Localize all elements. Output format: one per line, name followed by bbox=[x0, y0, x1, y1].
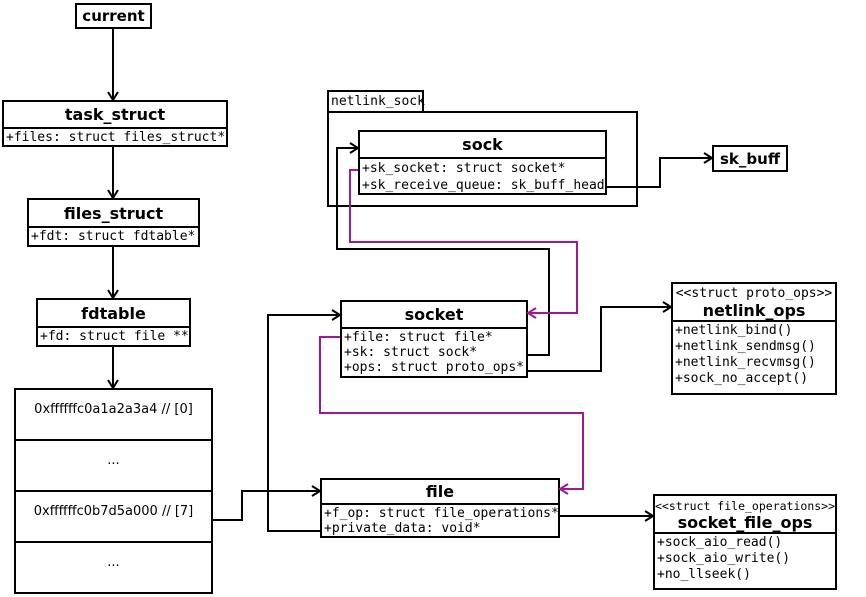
socket-attributes: +file: struct file* +sk: struct sock* +o… bbox=[342, 327, 526, 376]
attribute-line: +fdt: struct fdtable* bbox=[31, 229, 196, 244]
method-line: +netlink_sendmsg() bbox=[675, 339, 816, 354]
socket-file-ops-title: socket_file_ops bbox=[677, 513, 813, 532]
netlink-sock-label: netlink_sock bbox=[331, 94, 425, 109]
fdtable-title: fdtable bbox=[81, 303, 146, 323]
sk-buff-label: sk_buff bbox=[720, 149, 780, 168]
attribute-line: +file: struct file* bbox=[344, 330, 493, 345]
fd-array-row: ... bbox=[16, 441, 211, 492]
attribute-line: +ops: struct proto_ops* bbox=[344, 360, 525, 375]
files-struct-attributes: +fdt: struct fdtable* bbox=[29, 226, 198, 246]
file-node: file +f_op: struct file_operations* +pri… bbox=[320, 478, 560, 538]
netlink-sock-package-tab: netlink_sock bbox=[327, 90, 425, 111]
netlink-ops-stereotype: <<struct proto_ops>> bbox=[675, 286, 833, 301]
fd-array-node: 0xffffffc0a1a2a3a4 // [0] ... 0xffffffc0… bbox=[14, 388, 213, 594]
socket-file-ops-header: <<struct file_operations>> socket_file_o… bbox=[655, 496, 835, 532]
sock-title: sock bbox=[462, 135, 503, 154]
attribute-line: +private_data: void* bbox=[324, 521, 481, 536]
sock-node: sock +sk_socket: struct socket* +sk_rece… bbox=[358, 130, 607, 195]
method-line: +sock_aio_write() bbox=[657, 551, 791, 566]
method-line: +netlink_recvmsg() bbox=[675, 355, 816, 370]
attribute-line: +files: struct files_struct* bbox=[6, 130, 226, 145]
socket-title: socket bbox=[404, 305, 464, 324]
fd-array-row: ... bbox=[107, 555, 120, 570]
fd-array-row: 0xffffffc0a1a2a3a4 // [0] bbox=[16, 390, 211, 441]
attribute-line: +fd: struct file ** bbox=[40, 329, 189, 344]
attribute-line: +sk_receive_queue: sk_buff_head bbox=[362, 178, 605, 193]
files-struct-node: files_struct +fdt: struct fdtable* bbox=[27, 198, 200, 247]
sock-attributes: +sk_socket: struct socket* +sk_receive_q… bbox=[360, 157, 605, 195]
method-line: +no_llseek() bbox=[657, 567, 751, 582]
netlink-ops-title: netlink_ops bbox=[702, 301, 806, 320]
connector-fd-array-entry7-to-file bbox=[213, 485, 322, 521]
fdtable-attributes: +fd: struct file ** bbox=[38, 326, 189, 346]
method-line: +netlink_bind() bbox=[675, 323, 793, 338]
sk-buff-node: sk_buff bbox=[712, 145, 788, 172]
netlink-ops-header: <<struct proto_ops>> netlink_ops bbox=[673, 284, 835, 321]
attribute-line: +sk_socket: struct socket* bbox=[362, 161, 566, 176]
fd-array-row: 0xffffffc0b7d5a000 // [7] bbox=[16, 492, 211, 543]
file-title: file bbox=[425, 482, 455, 501]
current-label: current bbox=[82, 7, 145, 25]
task-struct-attributes: +files: struct files_struct* bbox=[4, 127, 226, 147]
netlink-ops-node: <<struct proto_ops>> netlink_ops +netlin… bbox=[671, 282, 837, 395]
task-struct-node: task_struct +files: struct files_struct* bbox=[2, 100, 228, 147]
socket-node: socket +file: struct file* +sk: struct s… bbox=[340, 300, 528, 378]
current-node: current bbox=[75, 3, 152, 29]
file-attributes: +f_op: struct file_operations* +private_… bbox=[322, 503, 559, 537]
method-line: +sock_no_accept() bbox=[675, 371, 809, 386]
attribute-line: +sk: struct sock* bbox=[344, 345, 478, 360]
connector-socket-ops-to-netlink-ops bbox=[528, 301, 673, 372]
method-line: +sock_aio_read() bbox=[657, 535, 783, 550]
task-struct-title: task_struct bbox=[64, 105, 166, 124]
socket-file-ops-methods: +sock_aio_read() +sock_aio_write() +no_l… bbox=[655, 532, 835, 584]
files-struct-title: files_struct bbox=[63, 203, 164, 223]
socket-file-ops-stereotype: <<struct file_operations>> bbox=[655, 499, 836, 513]
fdtable-node: fdtable +fd: struct file ** bbox=[36, 298, 191, 347]
netlink-ops-methods: +netlink_bind() +netlink_sendmsg() +netl… bbox=[673, 320, 835, 388]
socket-file-ops-node: <<struct file_operations>> socket_file_o… bbox=[653, 494, 837, 590]
attribute-line: +f_op: struct file_operations* bbox=[324, 506, 559, 521]
